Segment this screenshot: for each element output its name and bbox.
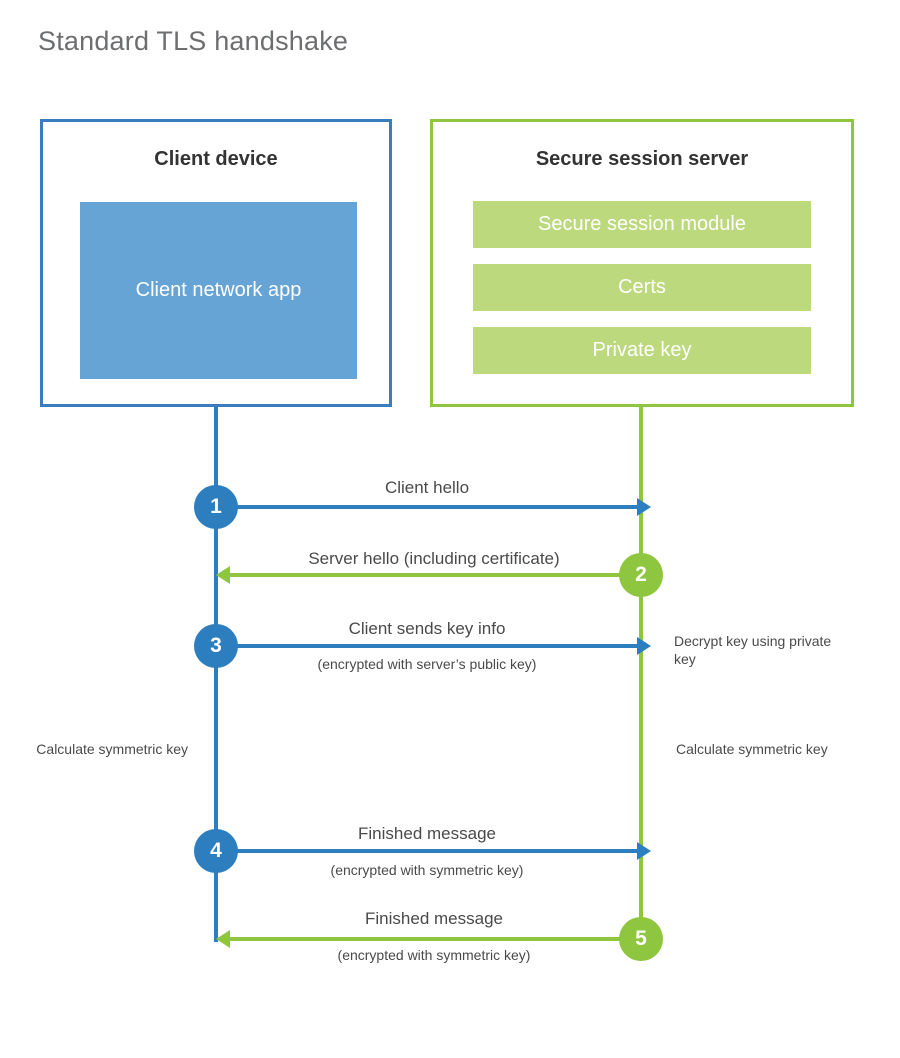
step-marker-1: 1	[194, 485, 238, 529]
step-4-label: Finished message	[358, 824, 496, 843]
annotation-client-calculate-symmetric-key: Calculate symmetric key	[36, 741, 188, 757]
annotation-decrypt-key: Decrypt key using private key	[674, 633, 832, 668]
server-component-private-key: Private key	[473, 327, 811, 374]
step-2-label: Server hello (including certificate)	[308, 549, 560, 568]
server-component-secure-session-module: Secure session module	[473, 201, 811, 248]
client-device-title: Client device	[154, 148, 278, 170]
step-3-sublabel: (encrypted with server’s public key)	[317, 656, 537, 672]
step-5-label: Finished message	[365, 909, 503, 928]
step-marker-5: 5	[619, 917, 663, 961]
step-1-label: Client hello	[384, 478, 470, 497]
step-4-sublabel: (encrypted with symmetric key)	[330, 862, 524, 878]
secure-session-server-title: Secure session server	[535, 148, 749, 170]
step-3-label: Client sends key info	[348, 619, 506, 638]
step-1-arrow	[216, 498, 651, 516]
client-device-box: Client device Client network app	[40, 119, 392, 407]
client-lifeline	[214, 407, 218, 942]
step-5-sublabel: (encrypted with symmetric key)	[337, 947, 531, 963]
secure-session-server-box: Secure session server Secure session mod…	[430, 119, 854, 407]
step-marker-3: 3	[194, 624, 238, 668]
step-3-arrow	[216, 637, 651, 655]
server-lifeline	[639, 407, 643, 942]
server-component-certs: Certs	[473, 264, 811, 311]
page-title: Standard TLS handshake	[38, 26, 349, 56]
annotation-server-calculate-symmetric-key: Calculate symmetric key	[676, 741, 828, 757]
step-5-arrow	[216, 930, 639, 948]
step-marker-4: 4	[194, 829, 238, 873]
step-marker-2: 2	[619, 553, 663, 597]
step-4-arrow	[216, 842, 651, 860]
client-network-app-block: Client network app	[80, 202, 357, 379]
step-2-arrow	[216, 566, 639, 584]
